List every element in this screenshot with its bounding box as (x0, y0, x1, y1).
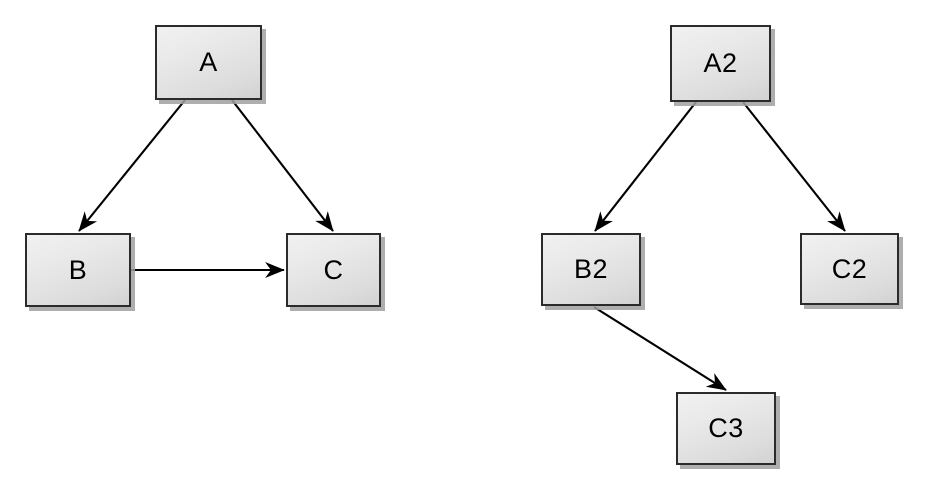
node-c2[interactable]: C2 (800, 233, 899, 305)
node-a2-label: A2 (703, 48, 738, 78)
node-c[interactable]: C (286, 233, 381, 307)
node-c3[interactable]: C3 (676, 392, 776, 465)
node-b2[interactable]: B2 (541, 233, 641, 306)
node-c2-label: C2 (831, 253, 868, 284)
edge-a-b (78, 99, 186, 232)
node-b[interactable]: B (25, 233, 131, 307)
node-c-label: C (323, 254, 344, 285)
edge-a2-b2 (594, 101, 697, 232)
node-a[interactable]: A (155, 25, 262, 100)
edge-a2-c2 (742, 101, 846, 232)
node-a-label: A (199, 47, 218, 77)
node-b2-label: B2 (573, 254, 609, 284)
edges-group (78, 99, 846, 391)
node-b-label: B (68, 254, 88, 285)
edge-a-c (231, 99, 334, 232)
node-c3-label: C3 (708, 413, 744, 443)
node-a2[interactable]: A2 (670, 25, 771, 102)
edge-b2-c3 (593, 306, 727, 391)
